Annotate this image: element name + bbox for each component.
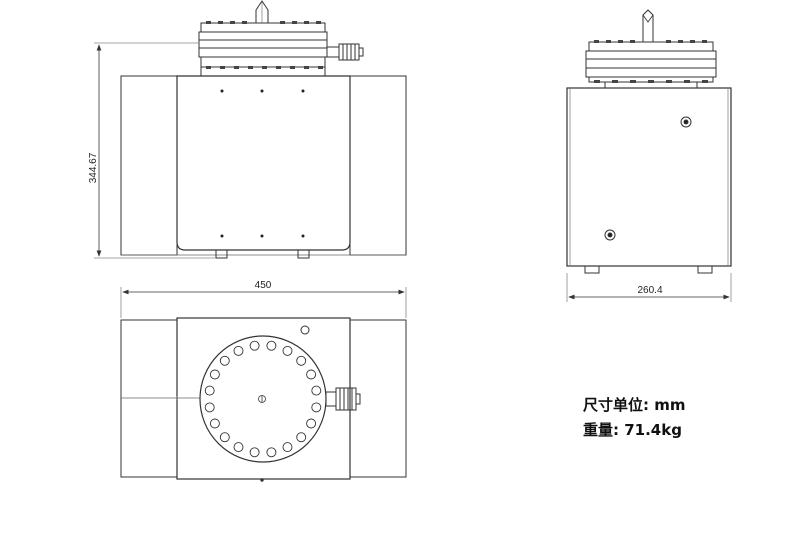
flange-bolt-hole xyxy=(306,418,317,429)
side-flange-bolts xyxy=(594,40,708,83)
side-bolt-upper xyxy=(680,116,692,128)
flange-bolt-hole xyxy=(204,385,215,396)
width-dimension xyxy=(120,287,407,318)
height-dimension xyxy=(94,42,216,259)
top-nozzle xyxy=(325,391,337,407)
side-main-body xyxy=(566,87,732,267)
height-dimension-label: 344.67 xyxy=(88,152,99,183)
front-nozzle xyxy=(326,46,340,58)
flange-bolt-hole xyxy=(282,345,293,356)
front-main-body xyxy=(176,75,351,251)
unit-note: 尺寸单位: mm xyxy=(583,396,686,414)
top-main-body xyxy=(176,317,351,480)
side-foot-right xyxy=(697,265,713,274)
front-foot-right xyxy=(297,249,310,259)
top-left-wing xyxy=(120,319,178,478)
top-right-wing xyxy=(349,319,407,478)
flange-bolt-hole xyxy=(296,355,307,366)
depth-dimension-label: 260.4 xyxy=(637,285,662,296)
width-dimension-label: 450 xyxy=(255,280,272,291)
depth-dimension xyxy=(566,273,732,302)
flange-bolt-hole xyxy=(311,402,322,413)
side-bolt-lower xyxy=(604,229,616,241)
flange-bolt-hole xyxy=(219,355,230,366)
flange-bolt-hole xyxy=(296,432,307,443)
side-view xyxy=(566,9,732,274)
front-foot-left xyxy=(215,249,228,259)
top-center-mark xyxy=(258,395,266,403)
flange-bolt-hole xyxy=(306,369,317,380)
weight-note: 重量: 71.4kg xyxy=(583,421,682,439)
top-bolt-ring xyxy=(204,340,322,458)
flange-bolt-hole xyxy=(266,340,277,351)
flange-bolt-hole xyxy=(249,447,260,458)
front-left-wing xyxy=(120,75,178,256)
top-small-knob xyxy=(300,325,310,335)
side-foot-left xyxy=(584,265,600,274)
flange-bolt-hole xyxy=(233,442,244,453)
top-view xyxy=(120,317,407,482)
side-flange-top xyxy=(588,41,714,52)
front-flange-bolts xyxy=(206,21,323,69)
flange-bolt-hole xyxy=(282,442,293,453)
flange-bolt-hole xyxy=(219,432,230,443)
front-right-wing xyxy=(349,75,407,256)
front-flange-top xyxy=(200,22,326,33)
flange-bolt-hole xyxy=(266,447,277,458)
side-spike xyxy=(642,9,654,42)
front-view xyxy=(120,0,407,259)
flange-bolt-hole xyxy=(209,369,220,380)
flange-bolt-hole xyxy=(249,340,260,351)
flange-bolt-hole xyxy=(311,385,322,396)
flange-bolt-hole xyxy=(233,345,244,356)
top-flange-disc xyxy=(199,335,327,463)
flange-bolt-hole xyxy=(204,402,215,413)
flange-bolt-hole xyxy=(209,418,220,429)
